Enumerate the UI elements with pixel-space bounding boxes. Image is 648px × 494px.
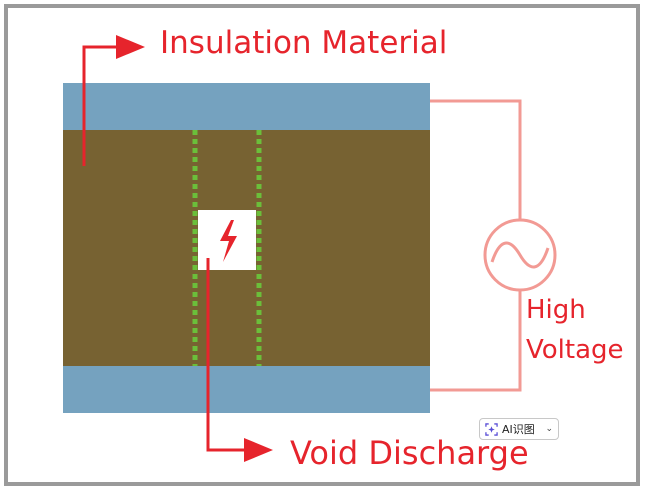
circuit-wire-bottom xyxy=(430,290,522,392)
arrow-void-discharge xyxy=(206,258,273,462)
label-insulation-material: Insulation Material xyxy=(160,25,448,61)
label-voltage: Voltage xyxy=(526,335,624,365)
scan-sparkle-icon xyxy=(485,422,498,436)
top-electrode xyxy=(63,83,430,130)
ai-badge-label: AI识图 xyxy=(502,423,535,436)
chevron-down-icon: ⌄ xyxy=(545,424,553,434)
outer-frame xyxy=(4,4,640,486)
lightning-bolt-icon xyxy=(220,220,237,262)
label-high: High xyxy=(526,295,586,325)
ai-recognize-button[interactable]: AI识图 ⌄ xyxy=(479,418,559,440)
arrow-insulation xyxy=(82,35,145,166)
bottom-electrode xyxy=(63,366,430,413)
ac-source-icon xyxy=(483,218,557,292)
circuit-wire-top xyxy=(430,99,522,220)
label-void-discharge: Void Discharge xyxy=(290,434,529,472)
